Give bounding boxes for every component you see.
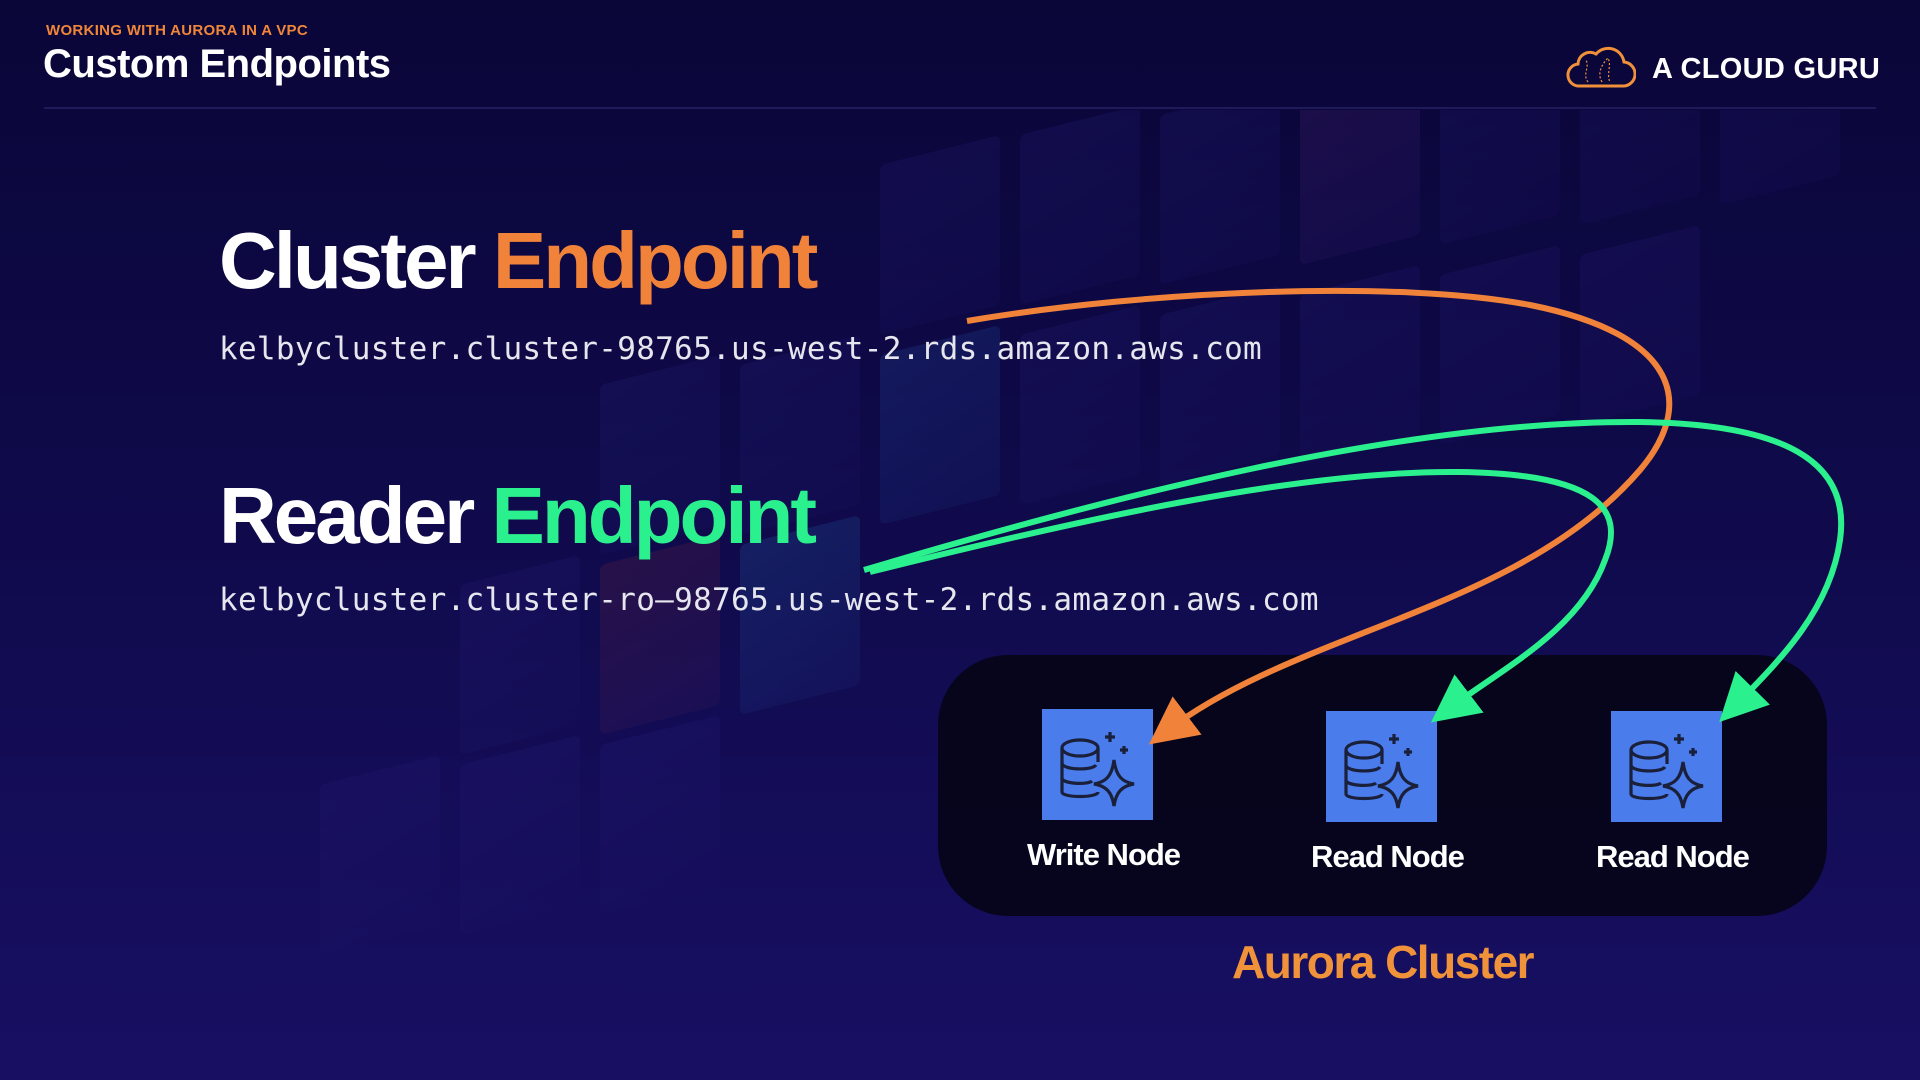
node-label: Write Node (1027, 837, 1181, 872)
reader-endpoint-heading: Reader Endpoint (219, 470, 817, 562)
node-label: Read Node (1596, 839, 1750, 874)
aurora-cluster-label: Aurora Cluster (1232, 936, 1535, 988)
reader-endpoint-hostname: kelbycluster.cluster-ro—98765.us-west-2.… (219, 582, 1319, 618)
cloud-icon (1566, 44, 1637, 95)
aurora-database-icon (1041, 709, 1153, 820)
cluster-endpoint-heading: Cluster Endpoint (219, 215, 819, 307)
heading-word: Cluster (219, 216, 477, 305)
section-kicker: WORKING WITH AURORA IN A VPC (46, 22, 308, 39)
read-node: Read Node (1311, 711, 1465, 875)
aurora-database-icon (1610, 711, 1722, 822)
heading-accent: Endpoint (491, 471, 817, 560)
cluster-endpoint-hostname: kelbycluster.cluster-98765.us-west-2.rds… (219, 331, 1262, 367)
slide-title: Custom Endpoints (43, 42, 391, 86)
heading-word: Reader (219, 471, 475, 560)
brand-logo: A CLOUD GURU (1566, 44, 1880, 95)
heading-accent: Endpoint (492, 216, 819, 305)
header-divider (44, 107, 1876, 109)
brand-name: A CLOUD GURU (1652, 53, 1881, 85)
aurora-database-icon (1325, 711, 1437, 822)
node-label: Read Node (1311, 839, 1465, 874)
read-node: Read Node (1596, 711, 1750, 875)
write-node: Write Node (1027, 709, 1181, 873)
